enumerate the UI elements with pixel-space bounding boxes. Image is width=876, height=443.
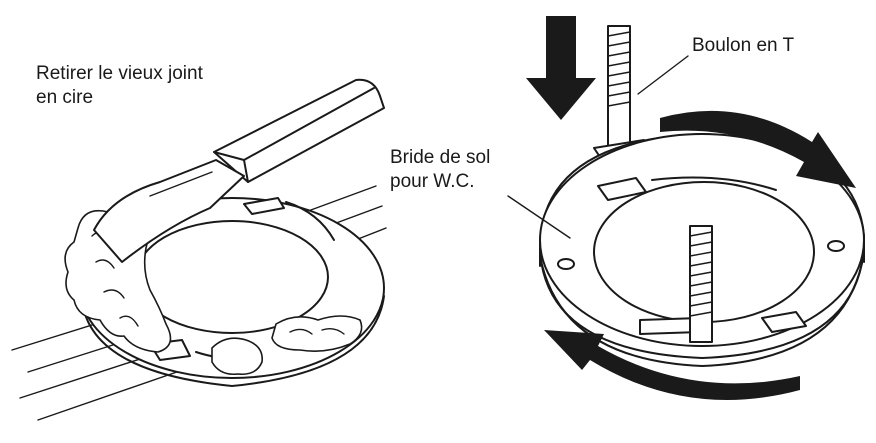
remove-wax-label-line2: en cire [36, 87, 94, 108]
remove-wax-label: Retirer le vieux joint en cire [36, 62, 203, 110]
putty-knife [93, 78, 385, 263]
t-bolt-installed [689, 225, 713, 343]
t-bolt-label: Boulon en T [692, 35, 795, 56]
leader-lines [507, 55, 689, 239]
rotate-counterclockwise-arrow-icon [544, 330, 800, 400]
remove-wax-label-line1: Retirer le vieux joint [36, 63, 203, 84]
flange-label-line2: pour W.C. [390, 171, 475, 192]
rotate-clockwise-arrow-icon [660, 110, 856, 188]
down-arrow-icon [526, 16, 596, 120]
flange-label-line1: Bride de sol [390, 147, 491, 168]
flange-label: Bride de sol pour W.C. [390, 146, 490, 194]
